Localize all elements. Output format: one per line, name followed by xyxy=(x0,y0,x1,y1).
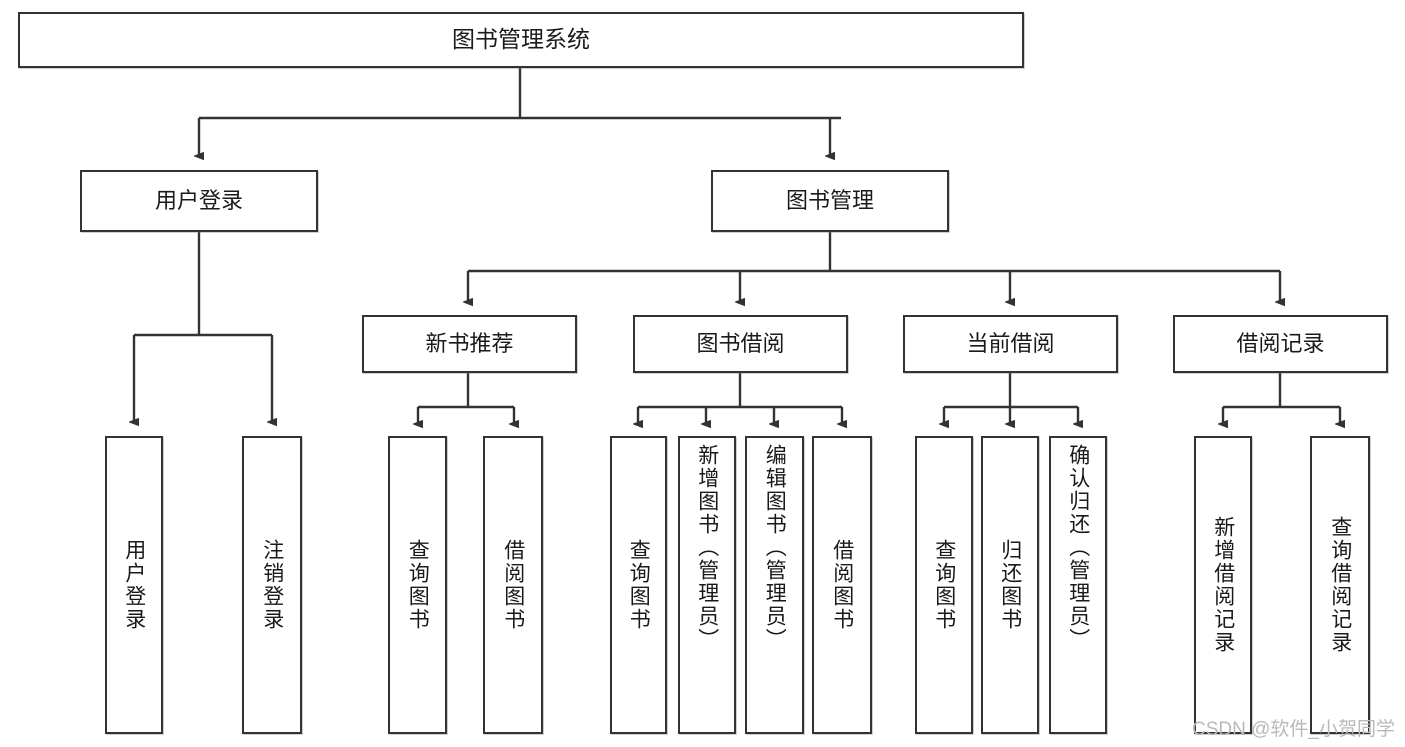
node-leaf-query-borrow-record-label: 查询借阅记录 xyxy=(1328,516,1352,654)
node-borrow-record-label: 借阅记录 xyxy=(1236,330,1325,356)
node-leaf-borrow-book-a[interactable]: 借阅图书 xyxy=(483,436,543,734)
node-leaf-query-book-a[interactable]: 查询图书 xyxy=(388,436,447,734)
node-new-book-recommend-label: 新书推荐 xyxy=(425,330,514,356)
node-leaf-borrow-book-b-label: 借阅图书 xyxy=(830,539,854,631)
node-leaf-return-book-label: 归还图书 xyxy=(998,539,1022,631)
node-leaf-add-book-label: 新增图书（管理员） xyxy=(695,444,719,651)
node-leaf-logout-label: 注销登录 xyxy=(260,539,284,631)
node-leaf-add-borrow-record[interactable]: 新增借阅记录 xyxy=(1194,436,1252,734)
node-leaf-add-borrow-record-label: 新增借阅记录 xyxy=(1211,516,1235,654)
node-leaf-query-book-c[interactable]: 查询图书 xyxy=(915,436,973,734)
node-leaf-logout[interactable]: 注销登录 xyxy=(242,436,302,734)
node-leaf-confirm-return-label: 确认归还（管理员） xyxy=(1066,444,1090,651)
node-leaf-edit-book-label: 编辑图书（管理员） xyxy=(763,444,787,651)
csdn-watermark: CSDN @软件_小贺同学 xyxy=(1192,719,1395,740)
node-leaf-edit-book[interactable]: 编辑图书（管理员） xyxy=(745,436,804,734)
node-new-book-recommend[interactable]: 新书推荐 xyxy=(362,315,577,373)
node-book-management[interactable]: 图书管理 xyxy=(711,170,949,232)
node-book-borrow-label: 图书借阅 xyxy=(696,330,785,356)
node-leaf-query-borrow-record[interactable]: 查询借阅记录 xyxy=(1310,436,1370,734)
node-root[interactable]: 图书管理系统 xyxy=(18,12,1024,68)
node-leaf-query-book-b-label: 查询图书 xyxy=(627,539,651,631)
node-leaf-confirm-return[interactable]: 确认归还（管理员） xyxy=(1049,436,1107,734)
node-leaf-return-book[interactable]: 归还图书 xyxy=(981,436,1039,734)
node-leaf-query-book-c-label: 查询图书 xyxy=(932,539,956,631)
node-leaf-query-book-a-label: 查询图书 xyxy=(406,539,430,631)
node-leaf-borrow-book-a-label: 借阅图书 xyxy=(501,539,525,631)
node-root-label: 图书管理系统 xyxy=(452,26,590,53)
node-leaf-user-login-label: 用户登录 xyxy=(122,539,146,631)
node-book-management-label: 图书管理 xyxy=(785,187,874,213)
node-user-login[interactable]: 用户登录 xyxy=(80,170,318,232)
node-book-borrow[interactable]: 图书借阅 xyxy=(633,315,848,373)
node-leaf-query-book-b[interactable]: 查询图书 xyxy=(610,436,667,734)
node-current-borrow[interactable]: 当前借阅 xyxy=(903,315,1118,373)
node-leaf-user-login[interactable]: 用户登录 xyxy=(105,436,163,734)
node-leaf-borrow-book-b[interactable]: 借阅图书 xyxy=(812,436,872,734)
node-borrow-record[interactable]: 借阅记录 xyxy=(1173,315,1388,373)
node-leaf-add-book[interactable]: 新增图书（管理员） xyxy=(678,436,736,734)
node-user-login-label: 用户登录 xyxy=(154,187,243,213)
node-current-borrow-label: 当前借阅 xyxy=(966,330,1055,356)
